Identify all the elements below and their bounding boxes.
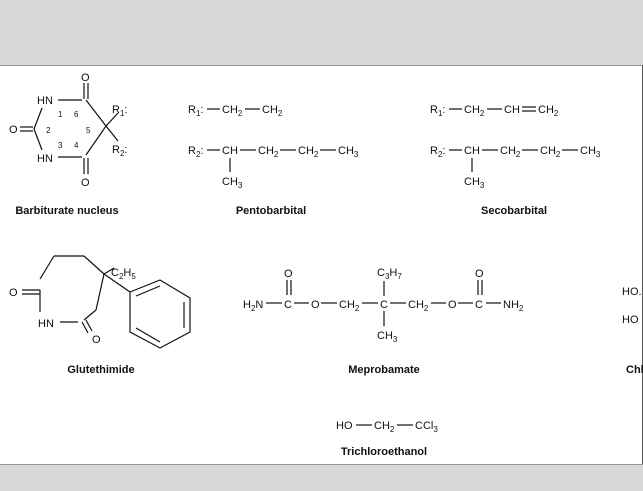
caption-barbiturate-nucleus: Barbiturate nucleus: [15, 205, 118, 217]
group-ch2: CH2: [538, 104, 559, 118]
group-ho: HO: [336, 420, 353, 432]
group-ch2: CH2: [374, 420, 395, 434]
glutethimide-structure: O HN O C2H5 Glutethimide: [9, 255, 191, 376]
trichloroethanol-structure: HO CH2 CCl3 Trichloroethanol: [336, 420, 438, 458]
substituent-r1: R1:: [112, 104, 127, 118]
group-ch2: CH2: [464, 104, 485, 118]
group-ch3: CH3: [580, 145, 601, 159]
group-ch2: CH2: [540, 145, 561, 159]
substituent-r1: R1:: [430, 104, 445, 118]
group-ch3: CH3: [338, 145, 359, 159]
substituent-r2: R2:: [112, 144, 127, 158]
atom-oxygen: O: [81, 177, 90, 189]
atom-hn: HN: [37, 153, 53, 165]
ring-position-1: 1: [58, 110, 63, 119]
group-ho: HO.: [622, 286, 642, 298]
group-ccl3: CCl3: [415, 420, 438, 434]
atom-oxygen: O: [311, 299, 320, 311]
atom-carbon: C: [475, 299, 483, 311]
atom-oxygen: O: [92, 334, 101, 346]
group-propyl: C3H7: [377, 267, 402, 281]
atom-hn: HN: [38, 318, 54, 330]
caption-glutethimide: Glutethimide: [67, 364, 134, 376]
atom-carbon: C: [284, 299, 292, 311]
group-ch2: CH2: [298, 145, 319, 159]
atom-hn: HN: [37, 95, 53, 107]
ring-position-5: 5: [86, 126, 91, 135]
atom-oxygen: O: [475, 268, 484, 280]
atom-oxygen: O: [9, 124, 18, 136]
group-ch3: CH3: [377, 330, 398, 344]
substituent-r2: R2:: [430, 145, 445, 159]
caption-trichloroethanol: Trichloroethanol: [341, 446, 427, 458]
group-ch: CH: [222, 145, 238, 157]
ring-position-2: 2: [46, 126, 51, 135]
ring-position-4: 4: [74, 141, 79, 150]
caption-chl: Chl: [626, 364, 643, 376]
group-ho: HO: [622, 314, 639, 326]
group-ch2: CH2: [339, 299, 360, 313]
group-ch2: CH2: [258, 145, 279, 159]
group-ch: CH: [504, 104, 520, 116]
caption-secobarbital: Secobarbital: [481, 205, 547, 217]
caption-pentobarbital: Pentobarbital: [236, 205, 306, 217]
secobarbital-structure: R1: CH2 CH CH2 R2: CH CH2 CH2 CH3 CH3 Se…: [430, 104, 601, 217]
chloral-hydrate-fragment: HO. HO Chl: [622, 286, 643, 376]
group-ch3: CH3: [464, 176, 485, 190]
atom-oxygen: O: [448, 299, 457, 311]
header-bar: [0, 0, 643, 66]
atom-oxygen: O: [284, 268, 293, 280]
atom-oxygen: O: [81, 72, 90, 84]
ring-position-3: 3: [58, 141, 63, 150]
group-ch2: CH2: [500, 145, 521, 159]
ring-position-6: 6: [74, 110, 79, 119]
substituent-r1: R1:: [188, 104, 203, 118]
caption-meprobamate: Meprobamate: [348, 364, 420, 376]
atom-oxygen: O: [9, 287, 18, 299]
substituent-r2: R2:: [188, 145, 203, 159]
group-ch: CH: [464, 145, 480, 157]
group-ch3: CH3: [222, 176, 243, 190]
atom-carbon: C: [380, 299, 388, 311]
group-ch2: CH2: [408, 299, 429, 313]
barbiturate-nucleus-structure: O O O HN HN R1: R2: 1 2 3 4 5 6 Barbitur…: [9, 72, 127, 217]
group-ch2: CH2: [222, 104, 243, 118]
group-nh2: NH2: [503, 299, 524, 313]
meprobamate-structure: H2N C O O CH2 C C3H7 CH3 CH2 O C O NH2 M…: [243, 267, 524, 376]
pentobarbital-structure: R1: CH2 CH2 R2: CH CH2 CH2 CH3 CH3 Pento…: [188, 104, 359, 217]
group-ch2: CH2: [262, 104, 283, 118]
group-h2n: H2N: [243, 299, 263, 313]
footer-bar: [0, 464, 643, 491]
group-ethyl: C2H5: [111, 267, 136, 281]
